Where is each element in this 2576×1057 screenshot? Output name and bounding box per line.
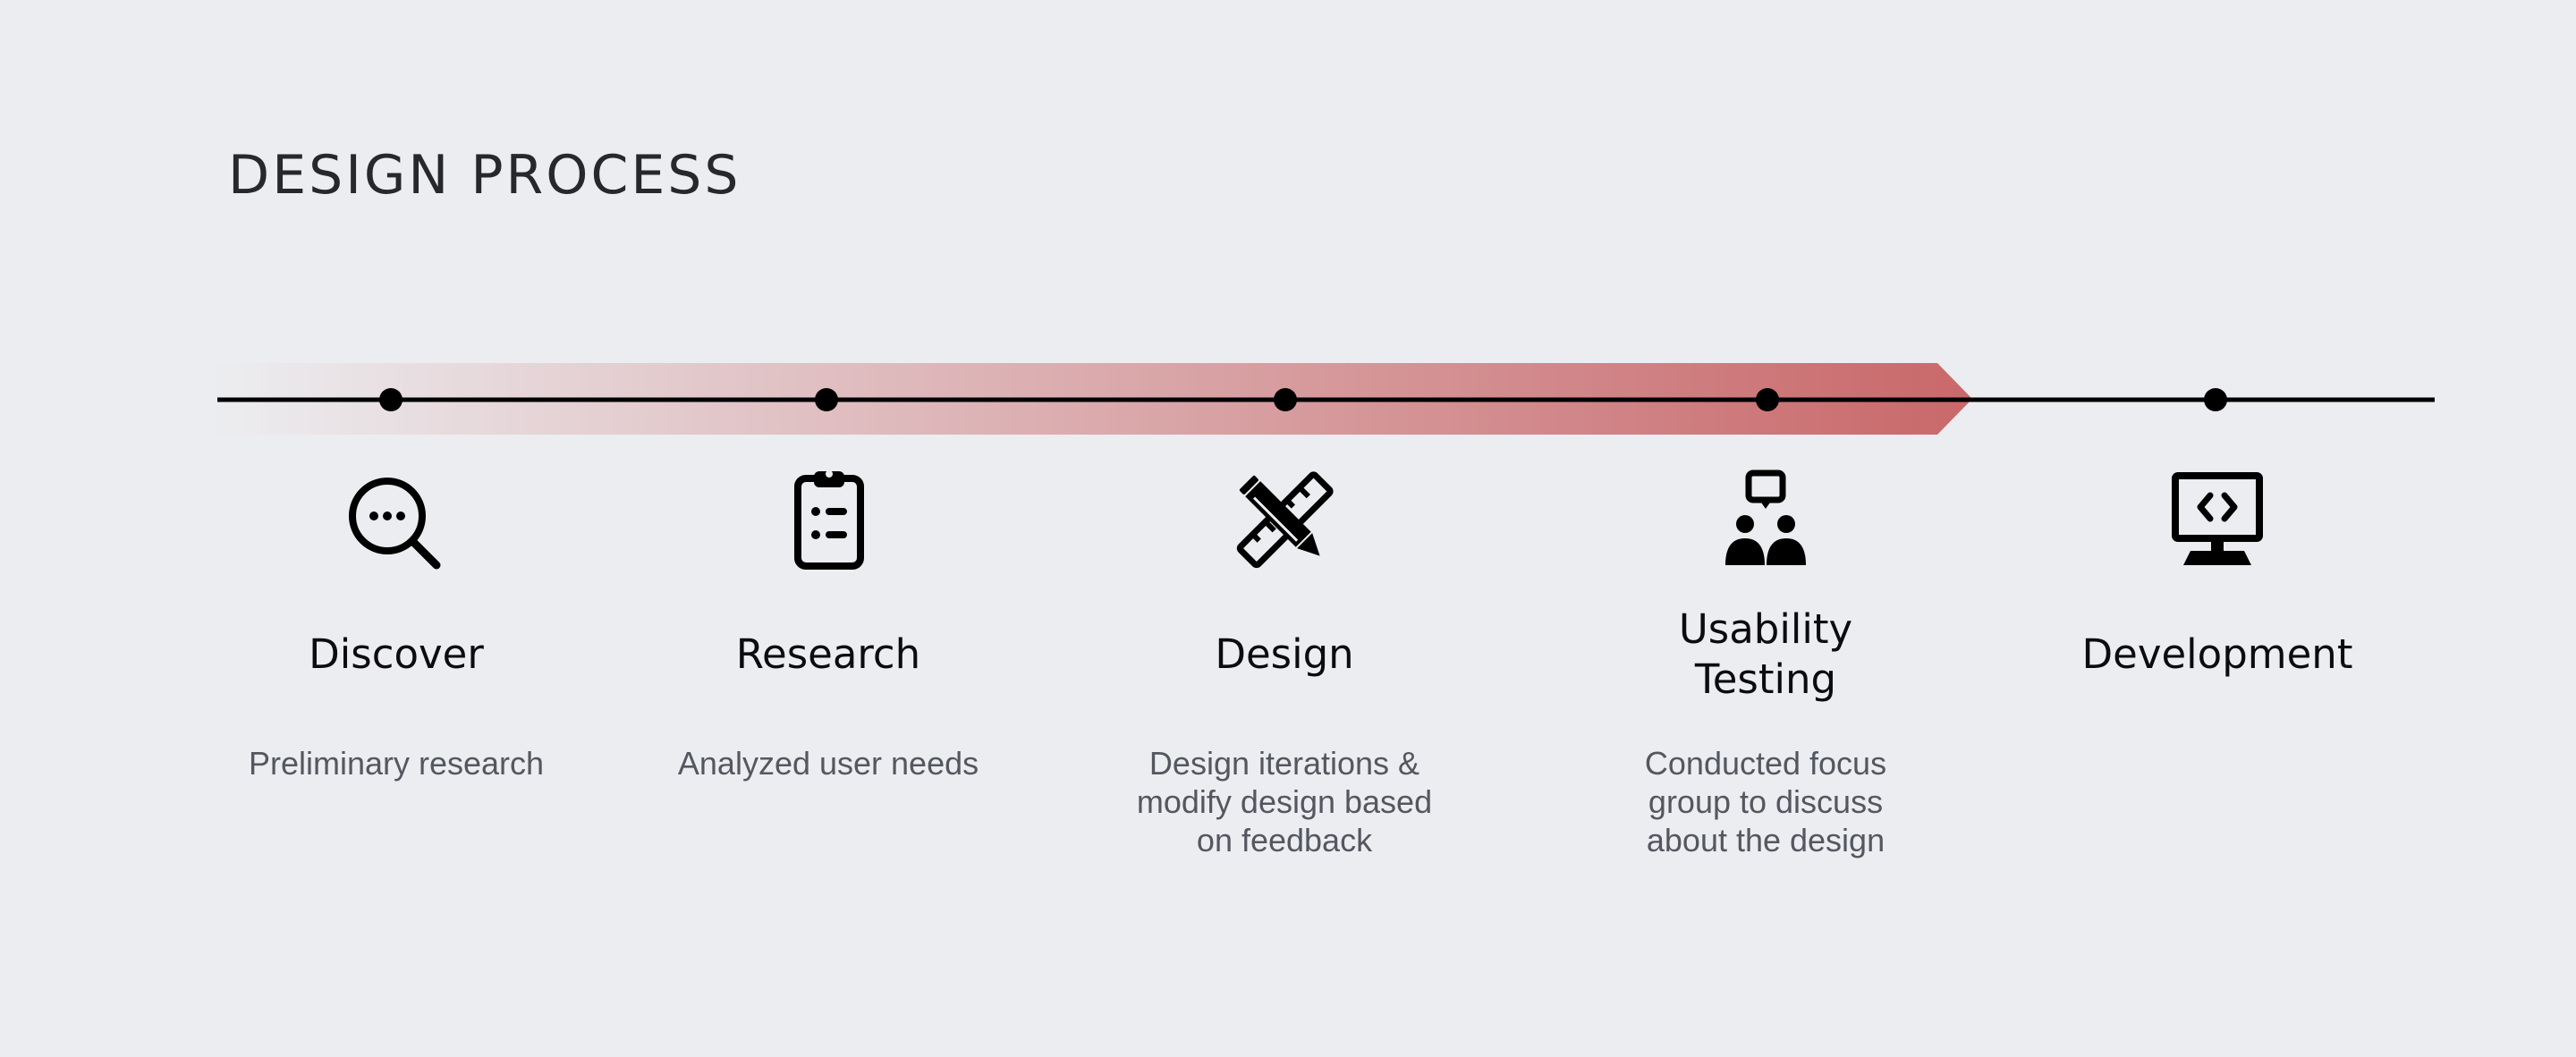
timeline-dot-usability-testing — [1756, 388, 1779, 411]
stage-description: Preliminary research — [248, 745, 545, 782]
page-title: DESIGN PROCESS — [228, 144, 741, 207]
stage-title: Discover — [309, 630, 484, 678]
stage-research: Research Analyzed user needs — [631, 465, 1025, 782]
stage-title: Usability Testing — [1678, 605, 1853, 703]
stage-title: Development — [2081, 630, 2353, 678]
timeline-dot-discover — [379, 388, 402, 411]
stage-title: Design — [1215, 630, 1354, 678]
clipboard-list-icon — [794, 470, 864, 570]
stage-discover: Discover Preliminary research — [199, 465, 593, 782]
stage-description: Analyzed user needs — [677, 745, 979, 782]
monitor-code-icon — [2172, 472, 2263, 565]
stage-description: Design iterations & modify design based … — [1136, 745, 1433, 858]
stage-description: Conducted focus group to discuss about t… — [1644, 745, 1887, 858]
stage-title: Research — [735, 630, 921, 678]
timeline-dot-design — [1274, 388, 1297, 411]
stage-development: Development — [2021, 465, 2414, 744]
stage-design: Design Design iterations & modify design… — [1088, 465, 1481, 859]
focus-group-icon — [1725, 469, 1806, 565]
timeline-dot-development — [2204, 388, 2227, 411]
magnifier-icon — [349, 478, 441, 570]
stage-usability-testing: Usability Testing Conducted focus group … — [1569, 465, 1962, 859]
pencil-ruler-icon — [1236, 471, 1334, 569]
timeline-dot-research — [815, 388, 838, 411]
